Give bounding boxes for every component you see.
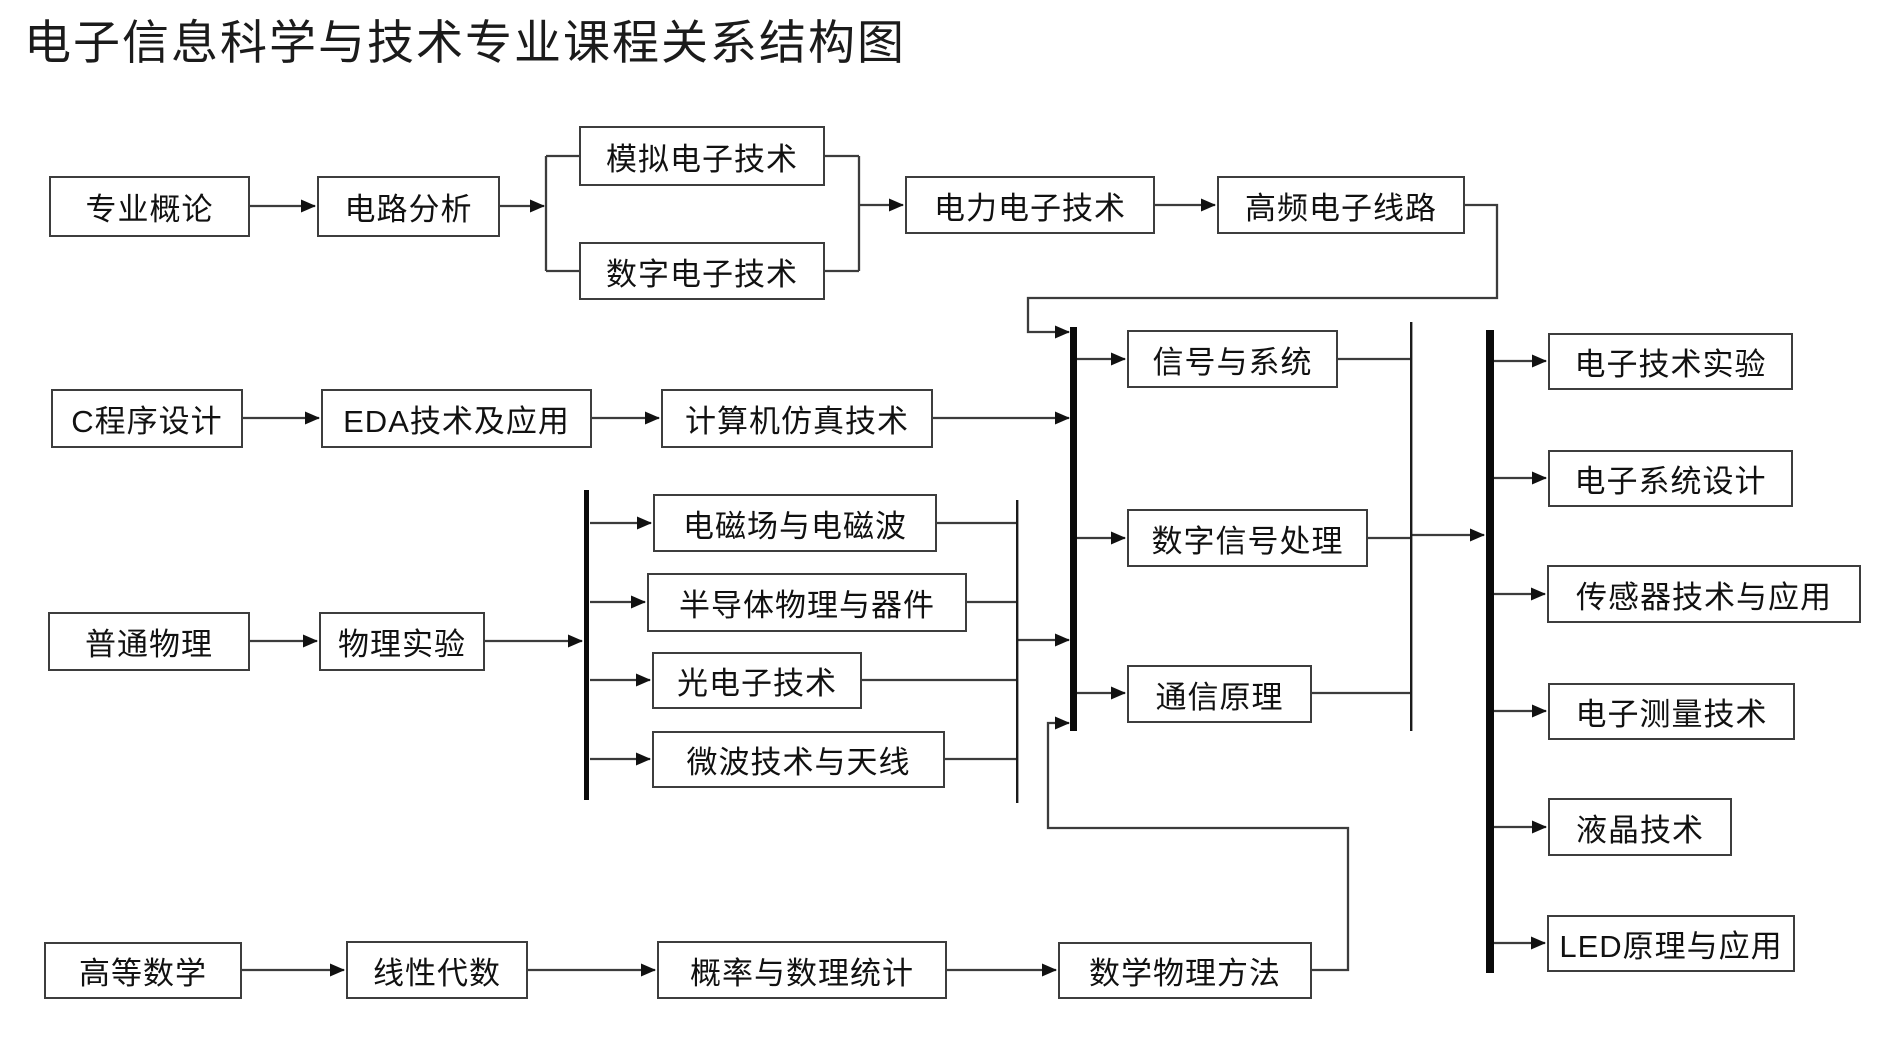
node-general-physics: 普通物理 (48, 612, 250, 671)
node-led-principles: LED原理与应用 (1547, 915, 1795, 972)
node-em-fields: 电磁场与电磁波 (653, 494, 937, 552)
node-math-physics-methods: 数学物理方法 (1058, 942, 1312, 999)
diagram-title: 电子信息科学与技术专业课程关系结构图 (24, 16, 906, 69)
node-microwave-antenna: 微波技术与天线 (652, 731, 945, 788)
node-physics-experiment: 物理实验 (319, 612, 485, 671)
node-dsp: 数字信号处理 (1127, 509, 1368, 567)
edge-feedback-math (1046, 716, 1350, 972)
node-c-programming: C程序设计 (51, 389, 243, 448)
junction-bar-center (1070, 327, 1077, 731)
node-hf-circuits: 高频电子线路 (1217, 176, 1465, 234)
node-advanced-math: 高等数学 (44, 942, 242, 999)
node-electronic-system-design: 电子系统设计 (1548, 450, 1793, 507)
collector-line-physics (1016, 500, 1019, 803)
junction-bar-physics (584, 490, 589, 800)
node-electronic-measurement: 电子测量技术 (1548, 683, 1795, 740)
collector-line-signals (1410, 322, 1413, 731)
node-semiconductor-physics: 半导体物理与器件 (647, 573, 967, 632)
node-power-electronics: 电力电子技术 (905, 176, 1155, 234)
node-signals-systems: 信号与系统 (1127, 330, 1338, 388)
node-analog-electronics: 模拟电子技术 (579, 126, 825, 186)
node-major-overview: 专业概论 (49, 176, 250, 237)
node-linear-algebra: 线性代数 (346, 941, 528, 999)
edge-feedback-hf (1026, 203, 1499, 339)
node-communication-principles: 通信原理 (1127, 665, 1312, 723)
node-computer-simulation: 计算机仿真技术 (661, 389, 933, 448)
node-lcd-technology: 液晶技术 (1548, 798, 1732, 856)
node-digital-electronics: 数字电子技术 (579, 242, 825, 300)
node-electronics-experiment: 电子技术实验 (1548, 333, 1793, 390)
node-sensor-technology: 传感器技术与应用 (1547, 565, 1861, 623)
node-circuit-analysis: 电路分析 (317, 176, 500, 237)
node-probability-statistics: 概率与数理统计 (657, 941, 947, 999)
node-eda: EDA技术及应用 (321, 389, 592, 448)
junction-bar-right (1486, 330, 1494, 973)
node-optoelectronics: 光电子技术 (652, 652, 862, 709)
